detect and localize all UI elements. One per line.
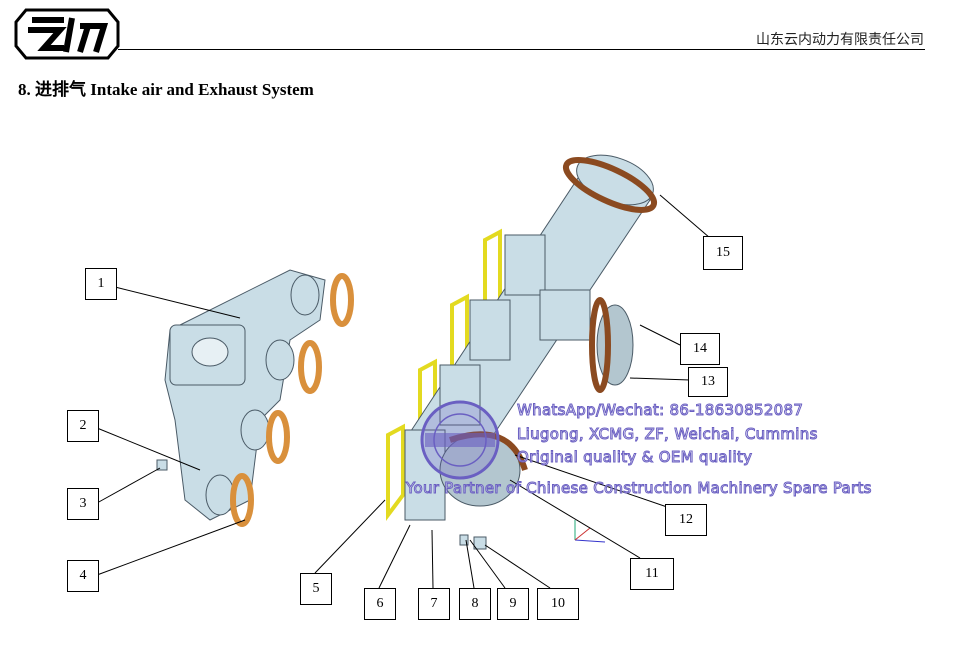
callout-10: 10 xyxy=(537,588,579,620)
callout-14: 14 xyxy=(680,333,720,365)
exhaust-manifold xyxy=(404,154,654,521)
nut-10 xyxy=(473,536,487,550)
warranty-stamp xyxy=(420,400,500,480)
clamp-15 xyxy=(562,157,658,213)
watermark-quality: Original quality & OEM quality xyxy=(516,448,753,467)
axis-triad xyxy=(574,520,606,543)
callout-2: 2 xyxy=(67,410,99,442)
watermark-contact: WhatsApp/Wechat: 86-18630852087 xyxy=(516,401,804,420)
callout-9: 9 xyxy=(497,588,529,620)
intake-manifold xyxy=(164,269,326,521)
company-name: 山东云内动力有限责任公司 xyxy=(756,33,924,48)
orange-gaskets-left xyxy=(230,273,354,527)
section-title: 8. 进排气 Intake air and Exhaust System xyxy=(18,80,314,99)
nut-3 xyxy=(156,459,168,471)
callout-15: 15 xyxy=(703,236,743,270)
callout-7: 7 xyxy=(418,588,450,620)
callout-12: 12 xyxy=(665,504,707,536)
callout-4: 4 xyxy=(67,560,99,592)
gasket-13 xyxy=(589,297,611,393)
callout-5: 5 xyxy=(300,573,332,605)
watermark-brands: Liugong, XCMG, ZF, Weichai, Cummins xyxy=(517,425,818,444)
callout-1: 1 xyxy=(85,268,117,300)
leader-lines xyxy=(96,194,711,589)
callout-8: 8 xyxy=(459,588,491,620)
callout-13: 13 xyxy=(688,367,728,397)
header-rule xyxy=(118,49,925,50)
callout-3: 3 xyxy=(67,488,99,520)
company-logo xyxy=(14,8,120,60)
callout-11: 11 xyxy=(630,558,674,590)
washer-8 xyxy=(459,534,469,546)
watermark-slogan: Your Partner of Chinese Construction Mac… xyxy=(406,479,872,498)
callout-6: 6 xyxy=(364,588,396,620)
